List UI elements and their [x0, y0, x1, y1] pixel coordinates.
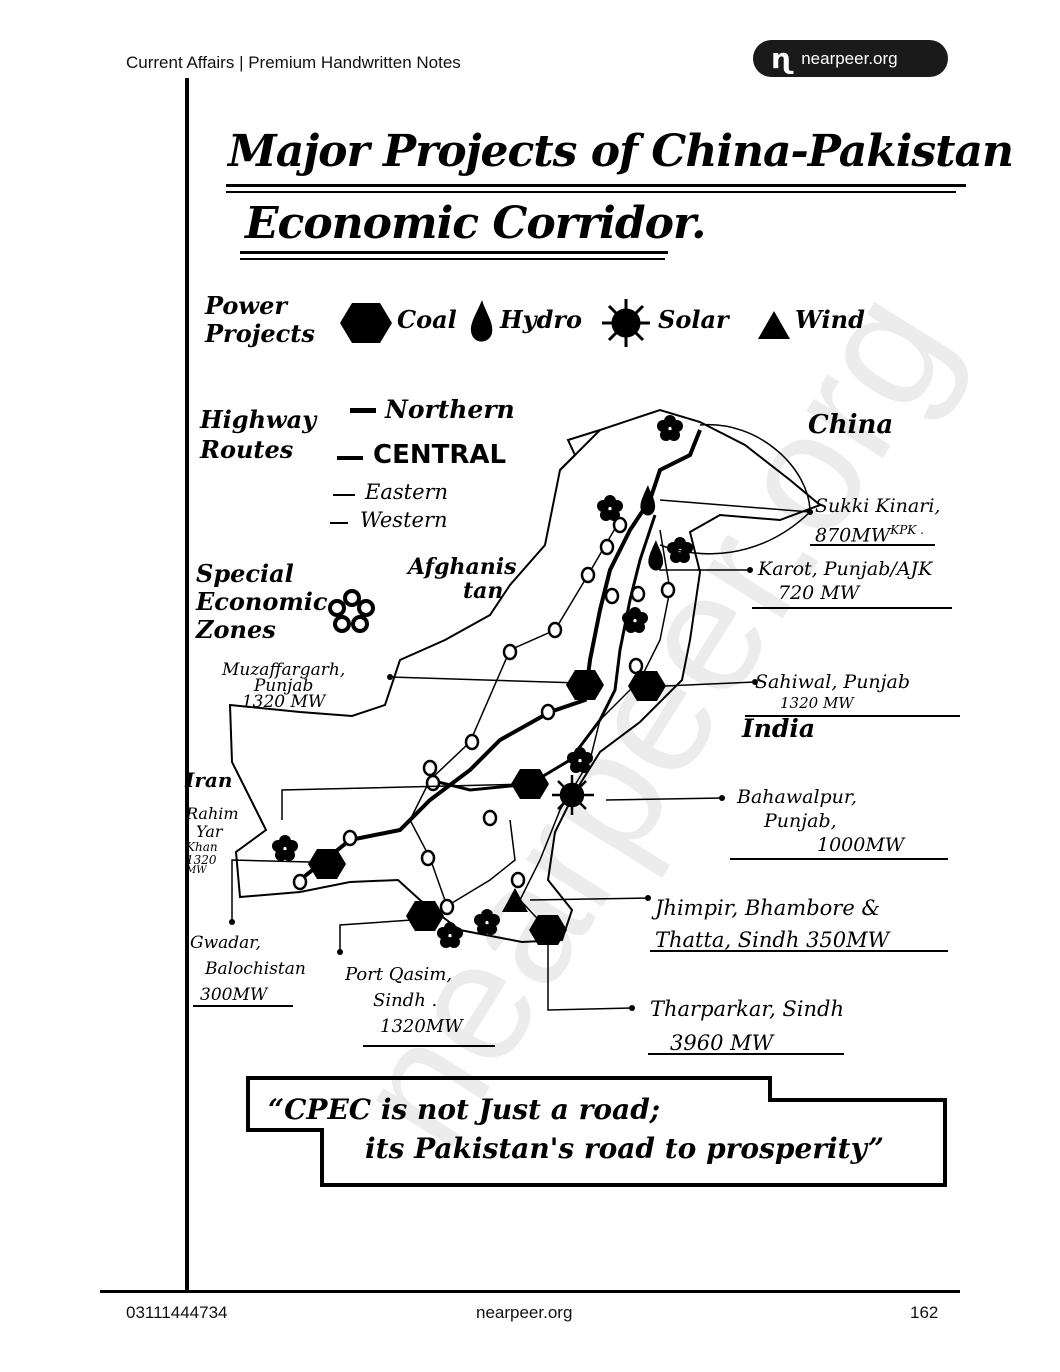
pakistan-outline [228, 408, 822, 944]
label-india: India [742, 714, 816, 743]
title-line-2: Economic Corridor. [245, 198, 706, 249]
project-bahawalpur: Bahawalpur, Punjab, 1000MW [737, 786, 905, 856]
header-text: Current Affairs | Premium Handwritten No… [126, 53, 461, 72]
project-sukki-kinari: Sukki Kinari, 870MWKPK . [815, 495, 941, 547]
solar-marker [552, 775, 594, 815]
route-central: CENTRAL [373, 440, 507, 470]
route-eastern-line [519, 529, 671, 931]
footer-phone: 03111444734 [126, 1303, 228, 1322]
legend-coal: Coal [397, 305, 457, 334]
page-number: 162 [910, 1303, 939, 1322]
flower-icon [328, 589, 375, 633]
route-northern: Northern [385, 395, 515, 424]
label-china: China [808, 410, 894, 440]
drop-icon [470, 300, 493, 342]
legend-hydro: Hydro [500, 305, 583, 334]
project-karot: Karot, Punjab/AJK 720 MW [758, 558, 933, 604]
coal-markers [308, 670, 666, 945]
legend-wind: Wind [795, 305, 865, 334]
logo-text: nearpeer.org [801, 48, 898, 68]
quote-box [246, 1076, 947, 1187]
footer-site[interactable]: nearpeer.org [476, 1303, 573, 1322]
route-eastern: Eastern [365, 480, 449, 504]
logo-icon: ɳ [771, 41, 794, 75]
margin-line [185, 78, 189, 1290]
project-port-qasim: Port Qasim,Sindh .1320MW [345, 964, 463, 1037]
afghan-border [559, 429, 601, 471]
title-line-1: Major Projects of China-Pakistan [228, 126, 1014, 177]
route-western-line [409, 519, 621, 908]
leader-lines [231, 423, 811, 1011]
quote-line-1: “CPEC is not Just a road; [268, 1093, 661, 1126]
nearpeer-logo[interactable]: ɳ nearpeer.org [753, 40, 948, 77]
label-iran: Iran [185, 768, 233, 792]
triangle-icon [758, 311, 790, 339]
sun-icon [602, 299, 650, 347]
project-sahiwal: Sahiwal, Punjab 1320 MW [755, 671, 911, 712]
hexagon-icon [340, 303, 392, 343]
route-western: Western [360, 508, 448, 532]
project-jhimpir: Jhimpir, Bhambore &Thatta, Sindh 350MW [655, 896, 890, 952]
route-central-line [429, 514, 657, 792]
bottom-line [100, 1290, 960, 1293]
legend-solar: Solar [658, 305, 729, 334]
route-northern-line [298, 429, 702, 882]
quote-line-2: its Pakistan's road to prosperity” [365, 1132, 884, 1165]
wind-marker [502, 888, 528, 912]
power-legend-icons [340, 299, 790, 347]
